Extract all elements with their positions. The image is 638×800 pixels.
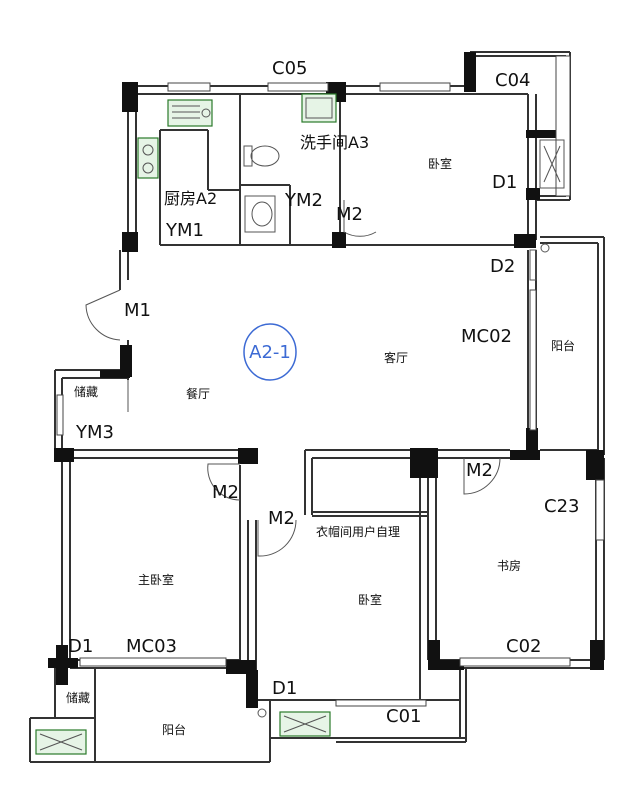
d2-door-frame xyxy=(529,249,537,281)
label-c04: C04 xyxy=(495,70,530,91)
drain-icon xyxy=(540,243,550,253)
label-m2-master: M2 xyxy=(212,482,239,503)
room-living: 客厅 xyxy=(384,350,408,365)
room-storage-bottom: 储藏 xyxy=(66,690,90,705)
label-c23: C23 xyxy=(544,496,579,517)
room-storage-top: 储藏 xyxy=(74,384,98,399)
label-c02: C02 xyxy=(506,636,541,657)
label-d1-top: D1 xyxy=(492,172,517,193)
label-m2-bath: M2 xyxy=(336,204,363,225)
room-kitchen: 厨房A2 xyxy=(164,189,217,208)
label-d2: D2 xyxy=(490,256,515,277)
fixtures xyxy=(35,93,565,755)
room-bathroom: 洗手间A3 xyxy=(300,133,369,152)
ac-unit-left-icon xyxy=(35,729,87,755)
bathtub-icon xyxy=(301,93,337,123)
room-balcony-bottom: 阳台 xyxy=(162,722,186,737)
kitchen-sink-icon xyxy=(167,99,213,127)
room-bedroom-center: 卧室 xyxy=(358,592,382,607)
room-bedroom-top: 卧室 xyxy=(428,156,452,171)
label-ym2: YM2 xyxy=(284,190,323,211)
label-ym1: YM1 xyxy=(165,220,204,241)
code-labels: C05 C04 D1 D2 M1 MC02 YM3 M2 M2 M2 M2 C2… xyxy=(68,58,579,727)
washbasin-icon xyxy=(244,195,276,233)
room-labels: 厨房A2 洗手间A3 卧室 客厅 餐厅 阳台 储藏 主卧室 衣帽间用户自理 卧室… xyxy=(66,133,575,737)
drain-bottom-icon xyxy=(257,708,267,718)
label-d1-bottom: D1 xyxy=(272,678,297,699)
ac-unit-icon xyxy=(539,139,565,189)
label-mc03: MC03 xyxy=(126,636,177,657)
stove-icon xyxy=(137,137,159,179)
room-balcony-right: 阳台 xyxy=(551,338,575,353)
label-c05: C05 xyxy=(272,58,307,79)
room-master-bedroom: 主卧室 xyxy=(138,572,174,587)
toilet-icon xyxy=(243,145,280,167)
room-dining: 餐厅 xyxy=(186,386,210,401)
doors xyxy=(85,200,501,557)
label-m2-study: M2 xyxy=(466,460,493,481)
unit-stamp: A2-1 xyxy=(243,323,297,381)
label-ym3: YM3 xyxy=(75,422,114,443)
label-mc02: MC02 xyxy=(461,326,512,347)
label-d1-left: D1 xyxy=(68,636,93,657)
label-m2-bedroom: M2 xyxy=(268,508,295,529)
label-c01: C01 xyxy=(386,706,421,727)
windows xyxy=(56,55,605,707)
walls-thick xyxy=(48,52,604,708)
ac-unit-right-icon xyxy=(279,711,331,737)
room-study: 书房 xyxy=(497,558,521,573)
stamp-text: A2-1 xyxy=(249,342,291,363)
room-closet-note: 衣帽间用户自理 xyxy=(316,524,400,539)
label-m1: M1 xyxy=(124,300,151,321)
